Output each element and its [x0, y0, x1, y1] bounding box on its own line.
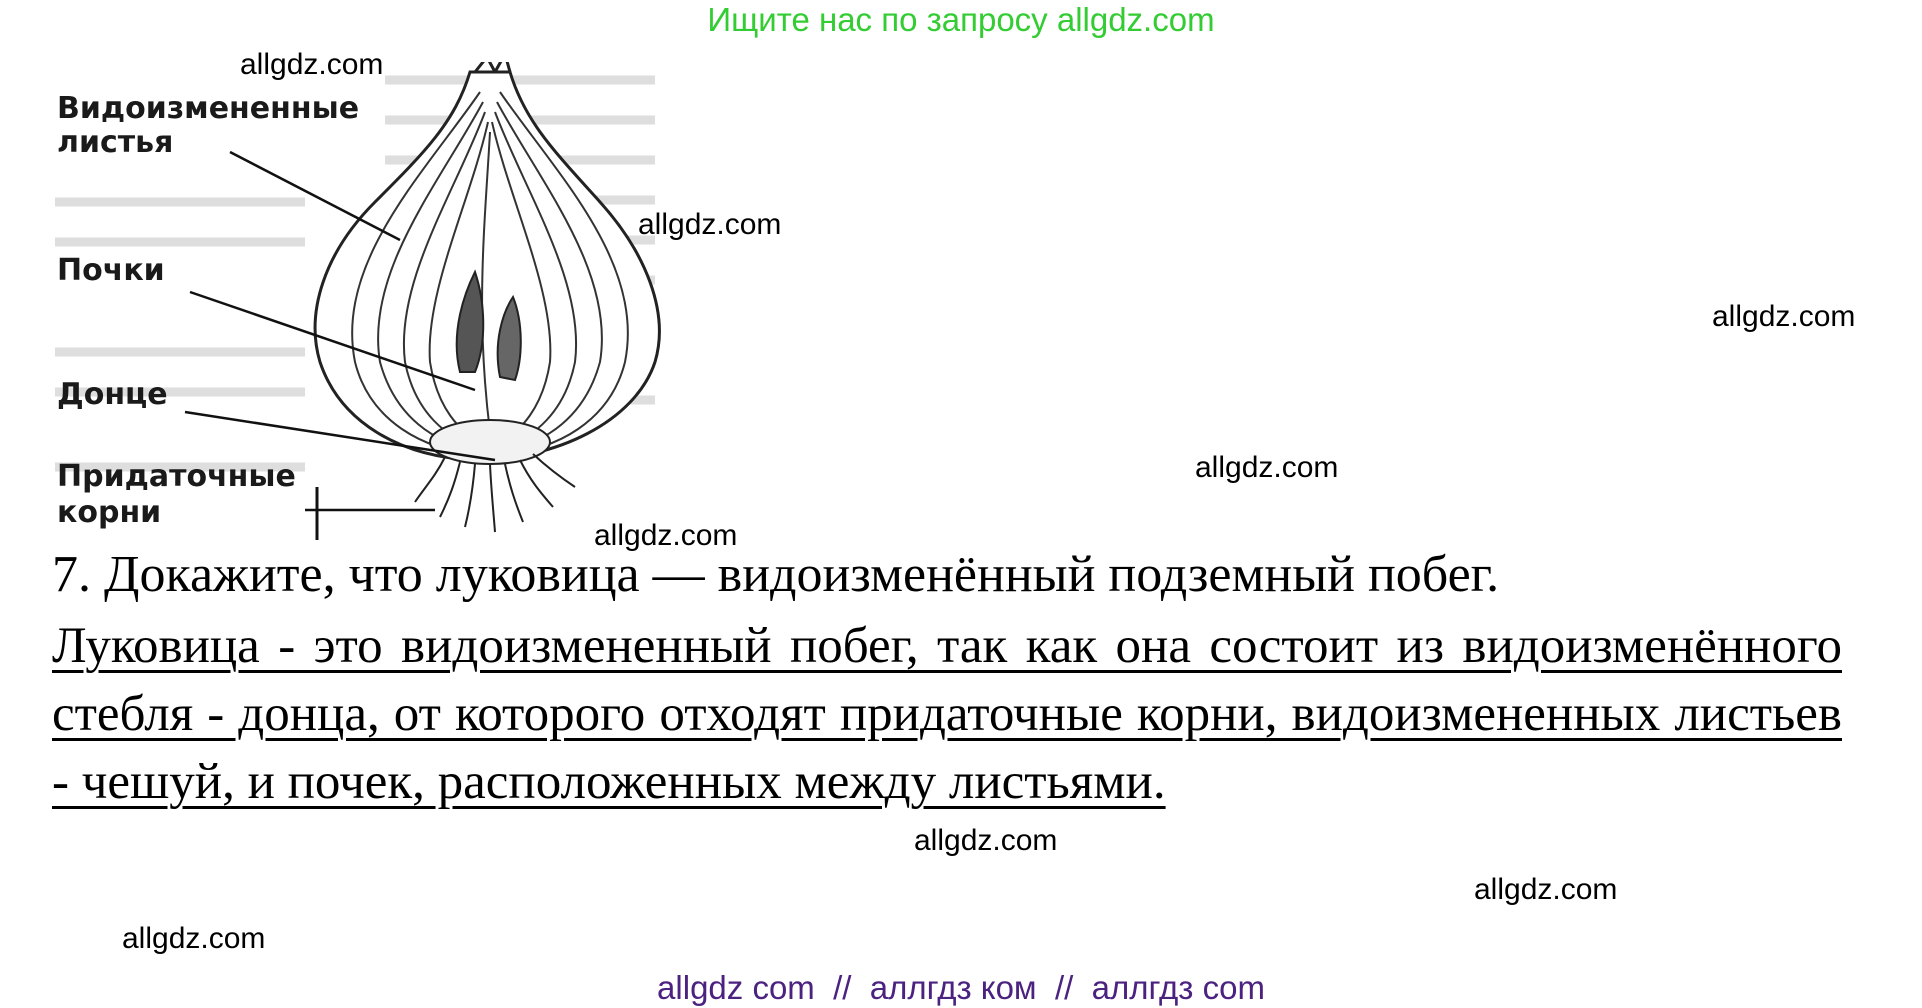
watermark: allgdz.com — [1195, 451, 1339, 484]
watermark: allgdz.com — [240, 48, 384, 81]
label-buds: Почки — [57, 253, 165, 288]
watermark: allgdz.com — [122, 922, 266, 955]
watermark: allgdz.com — [594, 519, 738, 552]
watermark: allgdz.com — [1474, 873, 1618, 906]
footer-links[interactable]: allgdz com // аллгдз ком // аллгдз com — [657, 969, 1265, 1006]
watermark: allgdz.com — [1712, 300, 1856, 333]
answer-text: Луковица - это видоизмененный побег, так… — [52, 618, 1842, 810]
watermark: allgdz.com — [914, 824, 1058, 857]
onion-bulb-drawing — [55, 62, 661, 540]
question-text: 7. Докажите, что луковица — видоизменённ… — [52, 546, 1500, 603]
label-modified-leaves-line1: Видоизмененные — [57, 91, 360, 126]
label-adventitious-roots-line2: корни — [57, 495, 162, 530]
search-banner: Ищите нас по запросу allgdz.com — [707, 1, 1215, 38]
onion-bulb-figure: Видоизмененные листья Почки Донце Придат… — [55, 62, 665, 542]
label-adventitious-roots-line1: Придаточные — [57, 459, 296, 494]
label-basal-plate: Донце — [57, 377, 168, 412]
watermark: allgdz.com — [638, 208, 782, 241]
label-modified-leaves-line2: листья — [57, 125, 174, 160]
